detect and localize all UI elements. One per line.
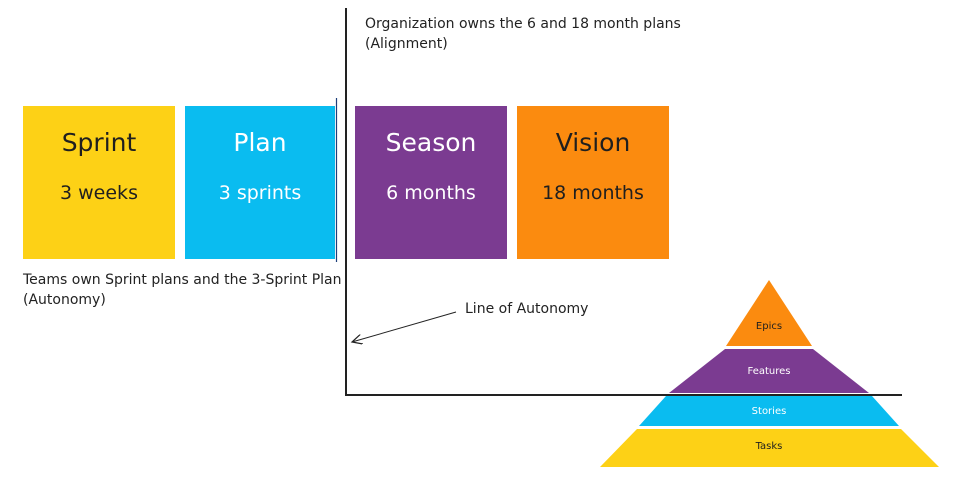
pyramid-label-tasks: Tasks — [755, 441, 783, 452]
tile-vision-duration: 18 months — [542, 182, 644, 204]
tile-vision: Vision 18 months — [517, 106, 669, 259]
autonomy-arrow — [352, 311, 457, 342]
pyramid-label-features: Features — [748, 366, 791, 377]
line-of-autonomy-label: Line of Autonomy — [465, 301, 589, 317]
organization-caption: Organization owns the 6 and 18 month pla… — [365, 14, 681, 54]
tile-sprint-title: Sprint — [61, 128, 137, 157]
pyramid-level-tasks — [600, 429, 939, 467]
organization-caption-line2: (Alignment) — [365, 36, 448, 52]
tile-plan: Plan 3 sprints — [185, 106, 335, 259]
pyramid-level-features — [669, 349, 869, 393]
pyramid-level-stories — [639, 396, 899, 426]
tile-plan-title: Plan — [233, 128, 287, 157]
tile-season-title: Season — [385, 128, 477, 157]
pyramid-label-stories: Stories — [752, 406, 787, 417]
teams-caption-line2: (Autonomy) — [23, 292, 106, 308]
teams-caption: Teams own Sprint plans and the 3-Sprint … — [23, 270, 341, 310]
tile-sprint: Sprint 3 weeks — [23, 106, 175, 259]
organization-caption-line1: Organization owns the 6 and 18 month pla… — [365, 16, 681, 32]
pyramid-level-epics — [726, 280, 812, 346]
tile-vision-title: Vision — [555, 128, 631, 157]
tile-sprint-duration: 3 weeks — [60, 182, 138, 204]
pyramid-label-epics: Epics — [756, 321, 782, 332]
tile-season: Season 6 months — [355, 106, 507, 259]
work-item-pyramid: Epics Features Stories Tasks — [600, 280, 939, 467]
teams-caption-line1: Teams own Sprint plans and the 3-Sprint … — [23, 272, 342, 288]
tile-season-duration: 6 months — [386, 182, 476, 204]
tile-plan-duration: 3 sprints — [218, 182, 302, 204]
